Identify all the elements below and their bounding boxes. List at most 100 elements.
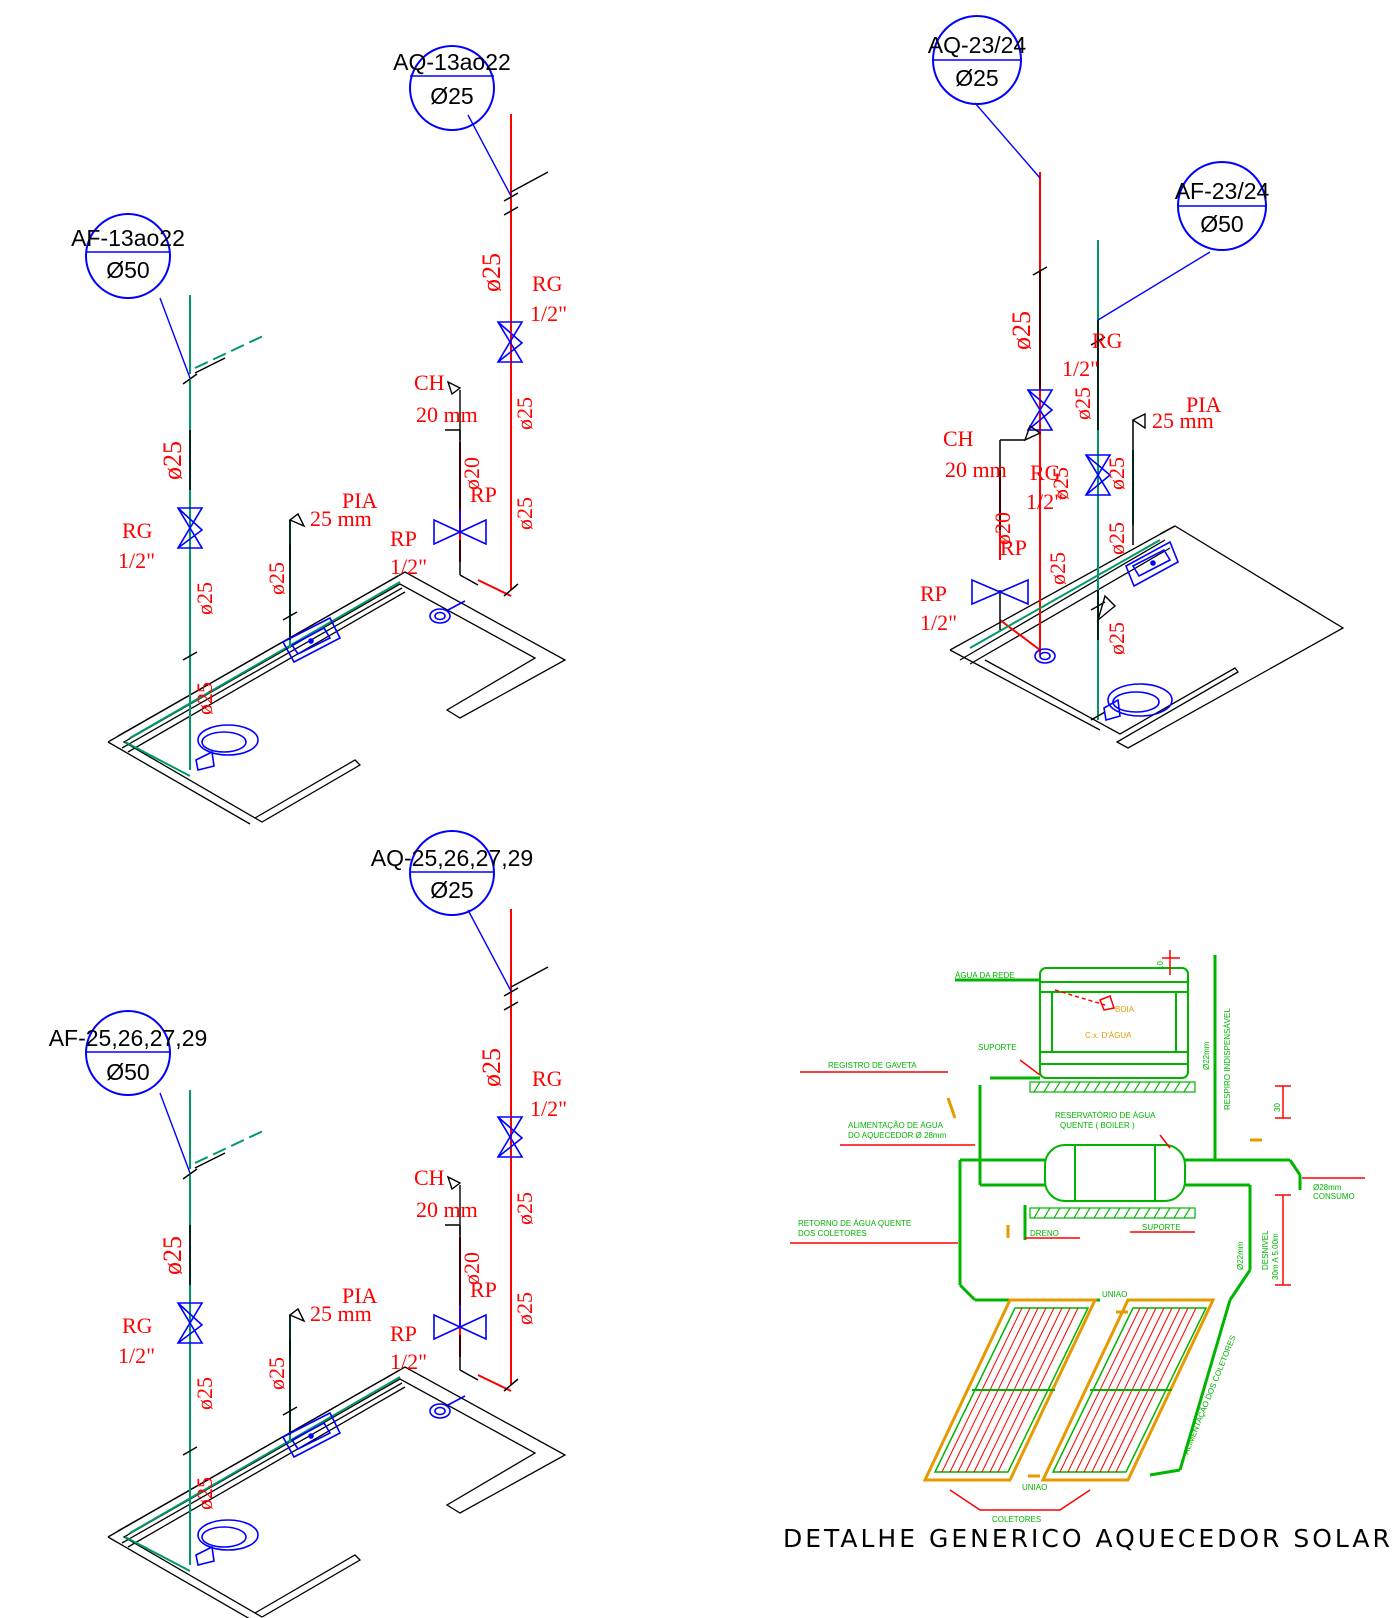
svg-text:RG: RG [122,518,153,543]
water-tank [1039,967,1189,1079]
svg-text:ø20: ø20 [990,512,1015,545]
pipe-labels-top-right: ø25 ø25 ø25 ø25 ø25 ø25 ø25 ø20 RG 1/2" … [920,311,1222,655]
isometric-top-right: AQ-23/24 Ø25 AF-23/24 Ø50 ø25 ø25 ø25 ø2… [920,15,1345,749]
svg-text:DO AQUECEDOR Ø 28mm: DO AQUECEDOR Ø 28mm [848,1131,947,1140]
svg-text:AQ-13ao22: AQ-13ao22 [393,49,511,75]
svg-text:UNIAO: UNIAO [1022,1483,1047,1492]
svg-text:ø25: ø25 [264,562,289,595]
svg-text:RESPIRO INDISPENSÁVEL: RESPIRO INDISPENSÁVEL [1223,1008,1232,1110]
svg-text:C.x. D'ÁGUA: C.x. D'ÁGUA [1085,1031,1132,1040]
svg-text:20 mm: 20 mm [945,457,1007,482]
svg-text:ø25: ø25 [1070,387,1095,420]
svg-text:ø25: ø25 [264,1357,289,1390]
svg-text:ALIMENTAÇÃO DE ÁGUA: ALIMENTAÇÃO DE ÁGUA [848,1121,944,1130]
svg-text:20 mm: 20 mm [416,402,478,427]
isometric-bottom-left: AQ-25,26,27,29 Ø25 AF-25,26,27,29 Ø50 ø2… [49,830,567,1618]
svg-text:1/2": 1/2" [390,554,427,579]
svg-text:ø25: ø25 [158,441,187,480]
svg-text:AF-23/24: AF-23/24 [1175,178,1270,204]
svg-text:REGISTRO DE GAVETA: REGISTRO DE GAVETA [828,1061,917,1070]
svg-text:RESERVATÓRIO DE ÁGUA: RESERVATÓRIO DE ÁGUA [1055,1111,1156,1120]
svg-text:RP: RP [920,581,947,606]
svg-text:SUPORTE: SUPORTE [978,1043,1017,1052]
pipe-labels-bottom-left: ø25 ø25 ø25 ø25 ø25 ø25 ø25 ø20 RG 1/2" … [118,1048,567,1510]
svg-text:RP: RP [390,526,417,551]
svg-text:RP: RP [1000,535,1027,560]
solar-caption: DETALHE GENERICO AQUECEDOR SOLAR S. [783,1524,1400,1553]
svg-text:25 mm: 25 mm [310,1301,372,1326]
svg-text:RG: RG [122,1313,153,1338]
svg-text:CH: CH [414,370,445,395]
svg-text:AF-13ao22: AF-13ao22 [71,225,185,251]
svg-text:Ø25: Ø25 [430,83,473,109]
svg-text:ø25: ø25 [1104,522,1129,555]
svg-text:RG: RG [1030,460,1061,485]
svg-text:1/2": 1/2" [920,610,957,635]
svg-text:Ø50: Ø50 [1200,211,1243,237]
svg-text:DRENO: DRENO [1030,1229,1059,1238]
svg-text:BOIA: BOIA [1115,1005,1135,1014]
svg-text:1/2": 1/2" [1026,489,1063,514]
tag-af-bottom-left: AF-25,26,27,29 Ø50 [49,1010,208,1096]
svg-text:RP: RP [470,1277,497,1302]
svg-text:DOS COLETORES: DOS COLETORES [798,1229,867,1238]
svg-text:ø20: ø20 [459,1252,484,1285]
svg-text:30m A 5.00m: 30m A 5.00m [1271,1233,1280,1280]
svg-text:ø25: ø25 [512,1192,537,1225]
svg-text:RP: RP [470,482,497,507]
svg-text:ø25: ø25 [158,1236,187,1275]
svg-text:QUENTE ( BOILER ): QUENTE ( BOILER ) [1060,1121,1135,1130]
svg-text:1/2": 1/2" [530,301,567,326]
svg-text:25 mm: 25 mm [310,506,372,531]
svg-text:1/2": 1/2" [1062,356,1099,381]
solar-collectors [922,1298,1216,1482]
svg-text:COLETORES: COLETORES [992,1515,1041,1524]
tag-af-top-right: AF-23/24 Ø50 [1175,161,1270,251]
svg-text:ø25: ø25 [192,1377,217,1410]
svg-text:ø25: ø25 [192,682,217,715]
svg-text:PIA: PIA [1186,392,1222,417]
svg-text:1/2": 1/2" [118,1343,155,1368]
svg-text:ø25: ø25 [1104,457,1129,490]
boiler [1044,1144,1186,1202]
svg-text:CONSUMO: CONSUMO [1313,1192,1355,1201]
svg-text:RP: RP [390,1321,417,1346]
svg-text:ø25: ø25 [192,582,217,615]
svg-text:UNIAO: UNIAO [1102,1290,1127,1299]
svg-text:RG: RG [532,271,563,296]
svg-text:ø25: ø25 [192,1477,217,1510]
svg-text:ø25: ø25 [1104,622,1129,655]
svg-text:RETORNO DE ÁGUA QUENTE: RETORNO DE ÁGUA QUENTE [798,1219,911,1228]
svg-text:Ø25: Ø25 [430,877,473,903]
svg-text:Ø28mm: Ø28mm [1313,1183,1342,1192]
svg-text:Ø22mm: Ø22mm [1202,1041,1211,1070]
svg-text:DESNIVEL: DESNIVEL [1261,1230,1270,1270]
svg-text:ø25: ø25 [1048,467,1073,500]
svg-text:Ø50: Ø50 [106,257,149,283]
svg-text:1/2": 1/2" [118,548,155,573]
svg-text:ø25: ø25 [1045,552,1070,585]
svg-text:CH: CH [943,426,974,451]
svg-text:AQ-25,26,27,29: AQ-25,26,27,29 [371,845,533,871]
tag-af-top-left: AF-13ao22 Ø50 [71,213,185,299]
solar-heater-detail: ÁGUA DA REDE BOIA C.x. D'ÁGUA SUPORTE RE… [783,950,1400,1553]
svg-text:ø25: ø25 [512,497,537,530]
svg-text:CH: CH [414,1165,445,1190]
svg-text:ø25: ø25 [512,1292,537,1325]
svg-text:SUPORTE: SUPORTE [1142,1223,1181,1232]
svg-text:PIA: PIA [342,488,378,513]
svg-text:ø25: ø25 [512,397,537,430]
svg-text:1/2": 1/2" [530,1096,567,1121]
svg-text:10: 10 [1156,961,1165,970]
svg-text:AQ-23/24: AQ-23/24 [928,32,1027,58]
svg-text:AF-25,26,27,29: AF-25,26,27,29 [49,1025,208,1051]
svg-text:Ø25: Ø25 [955,65,998,91]
tag-aq-top-left: AQ-13ao22 Ø25 [393,45,511,131]
svg-text:1/2": 1/2" [390,1349,427,1374]
svg-text:20 mm: 20 mm [416,1197,478,1222]
svg-text:ø25: ø25 [1007,311,1036,350]
svg-text:RG: RG [532,1066,563,1091]
svg-text:ø20: ø20 [459,457,484,490]
svg-text:ÁGUA DA REDE: ÁGUA DA REDE [955,971,1015,980]
